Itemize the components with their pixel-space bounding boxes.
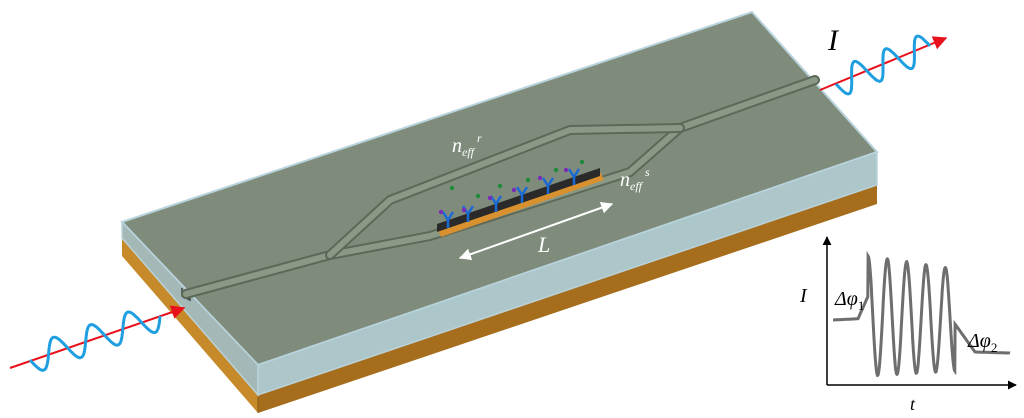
length-label: L — [537, 232, 550, 257]
phase-start-base: Δφ — [834, 288, 858, 310]
waveguide-network — [181, 75, 820, 299]
analyte-dot — [537, 175, 543, 181]
phase-start-label: Δφ1 — [834, 288, 864, 313]
analyte-dot — [438, 209, 444, 215]
n-eff-sensing-sup: s — [645, 165, 650, 179]
antibody-icon — [441, 211, 455, 228]
analyte-dot — [487, 195, 493, 201]
analyte-dot — [461, 207, 467, 213]
inset-x-label: t — [910, 394, 916, 414]
n-eff-reference-label: neffr — [452, 131, 482, 159]
input-light-wave — [28, 310, 162, 372]
n-eff-sensing-sub: eff — [630, 179, 644, 193]
glass-side-face — [257, 150, 878, 397]
n-eff-sensing-base: n — [620, 169, 630, 191]
output-light-wave — [834, 34, 932, 96]
analyte-dot — [563, 167, 569, 173]
antibody-icon — [567, 168, 581, 185]
analyte-dot — [579, 159, 585, 165]
substrate-front-face — [122, 238, 258, 413]
analyte-dot — [525, 177, 531, 183]
n-eff-reference-sup: r — [477, 131, 482, 145]
phase-end-label: Δφ2 — [967, 330, 997, 355]
phase-end-sub: 2 — [991, 340, 998, 355]
n-eff-reference-base: n — [452, 135, 462, 157]
inset-interference-trace — [833, 250, 1011, 378]
inset-y-label: I — [799, 285, 808, 307]
analyte-dot — [475, 193, 481, 199]
analyte-dot — [497, 183, 503, 189]
analyte-dot — [553, 167, 559, 173]
analyte-dot — [511, 187, 517, 193]
output-intensity-label: I — [827, 24, 840, 57]
antibody-icon — [541, 177, 555, 194]
n-eff-reference-sub: eff — [462, 145, 476, 159]
substrate-side-face — [258, 185, 877, 413]
phase-start-sub: 1 — [858, 298, 865, 313]
input-laser-beam — [9, 305, 186, 369]
analyte-dot — [449, 185, 455, 191]
phase-end-base: Δφ — [967, 330, 991, 352]
length-arrow — [458, 201, 614, 261]
antibody-icon — [515, 186, 529, 203]
n-eff-sensing-label: neffs — [620, 165, 650, 193]
inset-intensity-plot: I t Δφ1 Δφ2 — [799, 236, 1017, 414]
